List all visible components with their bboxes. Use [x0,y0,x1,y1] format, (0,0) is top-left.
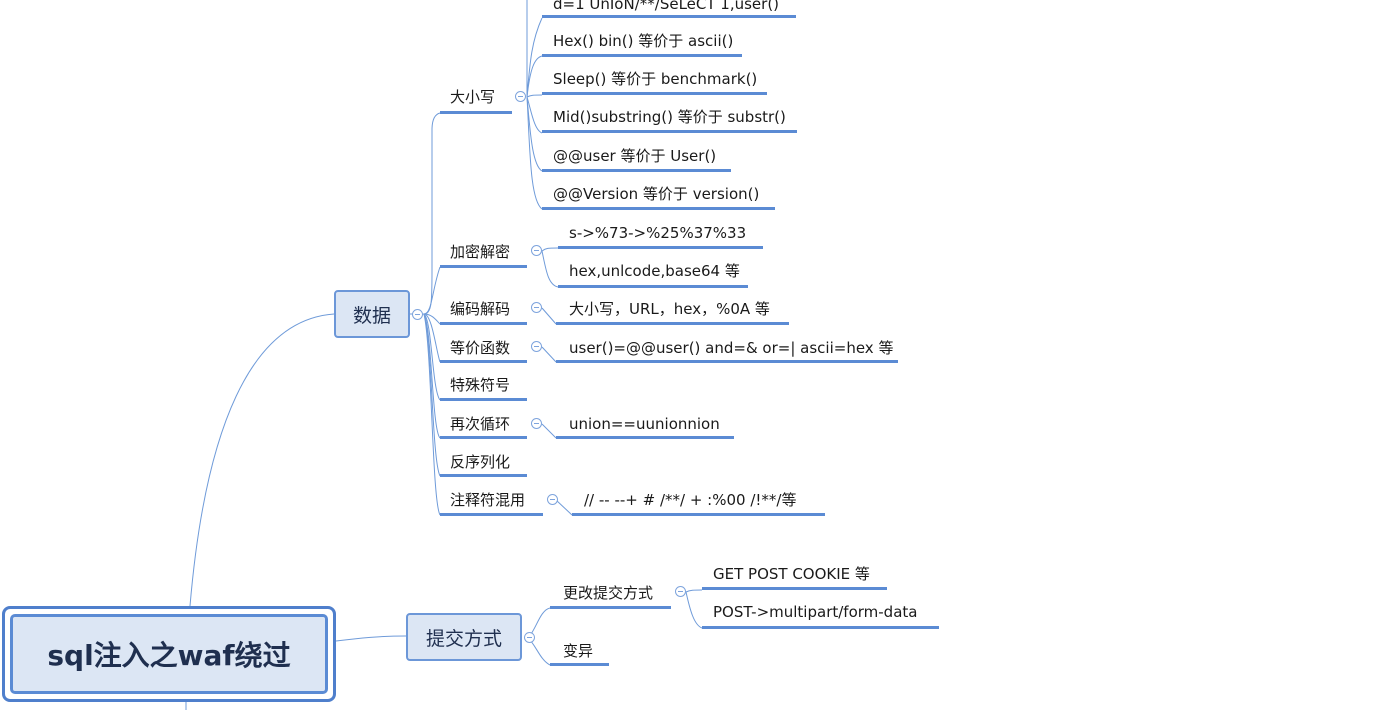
branch-submit-label: 提交方式 [425,627,502,650]
root-node[interactable]: sql注入之waf绕过 [2,606,336,702]
collapse-case-icon[interactable] [515,91,526,102]
equiv-item-0-underline [556,360,898,363]
case-item-5-underline [542,207,775,210]
case-item-1-underline [542,54,742,57]
change-item-0: GET POST COOKIE 等 [713,565,870,583]
collapse-data-icon[interactable] [412,309,423,320]
case-item-5: @@Version 等价于 version() [553,185,760,203]
equiv-item-0: user()=@@user() and=& or=| ascii=hex 等 [569,339,894,357]
topic-case-label: 大小写 [450,88,496,106]
change-item-1-underline [702,626,939,629]
comment-item-0: // -- --+ # /**/ + :%00 /!**/等 [584,491,797,509]
branch-data-node[interactable]: 数据 [334,290,410,338]
collapse-change-icon[interactable] [675,586,686,597]
topic-special-underline [440,398,527,401]
case-item-4-underline [542,169,731,172]
case-item-3: Mid()substring() 等价于 substr() [553,108,786,126]
case-item-4: @@user 等价于 User() [553,147,717,165]
topic-mutate-underline [550,663,609,666]
case-item-2: Sleep() 等价于 benchmark() [553,70,758,88]
case-item-0: d=1 UnIoN/**/SeLeCT 1,user() [553,0,780,13]
collapse-submit-icon[interactable] [524,632,535,643]
topic-case-underline [440,111,512,114]
topic-encode-underline [440,322,527,325]
comment-item-0-underline [572,513,825,516]
change-item-0-underline [702,587,887,590]
topic-equiv-label: 等价函数 [450,339,511,357]
loop-item-0: union==uunionnion [569,415,720,433]
encrypt-item-1: hex,unlcode,base64 等 [569,262,740,280]
topic-change-label: 更改提交方式 [563,584,654,602]
topic-comment-label: 注释符混用 [450,491,526,509]
topic-special-label: 特殊符号 [450,376,511,394]
collapse-loop-icon[interactable] [531,418,542,429]
topic-equiv-underline [440,360,527,363]
root-node-label: sql注入之waf绕过 [10,614,328,694]
topic-loop-underline [440,436,527,439]
case-item-3-underline [542,130,797,133]
topic-deserialize-underline [440,474,527,477]
loop-item-0-underline [556,436,734,439]
encode-item-0-underline [556,322,789,325]
topic-deserialize-label: 反序列化 [450,453,511,471]
branch-submit-node[interactable]: 提交方式 [406,613,522,661]
collapse-comment-icon[interactable] [547,494,558,505]
topic-mutate-label: 变异 [563,642,594,660]
collapse-equiv-icon[interactable] [531,341,542,352]
collapse-encrypt-icon[interactable] [531,245,542,256]
topic-encrypt-label: 加密解密 [450,243,511,261]
encrypt-item-0: s->%73->%25%37%33 [569,224,747,242]
branch-data-label: 数据 [352,304,391,327]
topic-change-underline [550,606,671,609]
encode-item-0: 大小写，URL，hex，%0A 等 [569,300,770,318]
topic-encrypt-underline [440,265,527,268]
collapse-encode-icon[interactable] [531,302,542,313]
change-item-1: POST->multipart/form-data [713,603,918,621]
case-item-1: Hex() bin() 等价于 ascii() [553,32,734,50]
case-item-2-underline [542,92,767,95]
topic-loop-label: 再次循环 [450,415,511,433]
encrypt-item-0-underline [558,246,763,249]
case-item-0-underline [542,15,796,18]
topic-comment-underline [440,513,543,516]
encrypt-item-1-underline [558,285,748,288]
topic-encode-label: 编码解码 [450,300,511,318]
